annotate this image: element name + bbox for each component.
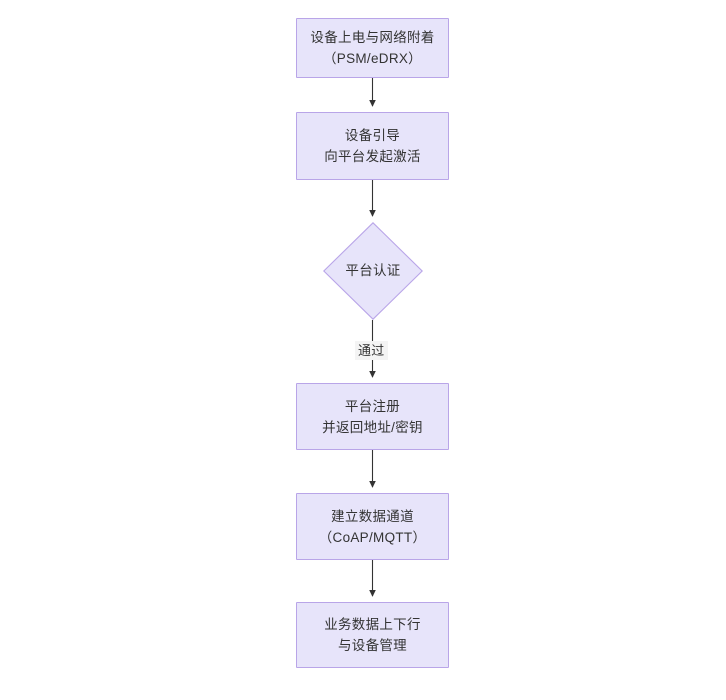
node-label: 平台认证 <box>345 263 401 278</box>
node-platform-auth-decision[interactable]: 平台认证 <box>323 222 423 320</box>
node-label: 设备引导 向平台发起激活 <box>324 128 421 164</box>
node-device-power-on[interactable]: 设备上电与网络附着 （PSM/eDRX） <box>296 18 449 78</box>
node-device-bootstrap[interactable]: 设备引导 向平台发起激活 <box>296 112 449 180</box>
node-label: 建立数据通道 （CoAP/MQTT） <box>318 508 427 545</box>
node-label: 平台注册 并返回地址/密钥 <box>322 398 423 435</box>
node-label: 业务数据上下行 与设备管理 <box>324 617 421 653</box>
edge-label-pass: 通过 <box>355 341 388 360</box>
node-platform-register[interactable]: 平台注册 并返回地址/密钥 <box>296 383 449 450</box>
node-label: 设备上电与网络附着 （PSM/eDRX） <box>310 30 435 66</box>
node-business-data-and-device-management[interactable]: 业务数据上下行 与设备管理 <box>296 602 449 668</box>
diamond-shape <box>323 222 423 320</box>
node-establish-data-channel[interactable]: 建立数据通道 （CoAP/MQTT） <box>296 493 449 560</box>
